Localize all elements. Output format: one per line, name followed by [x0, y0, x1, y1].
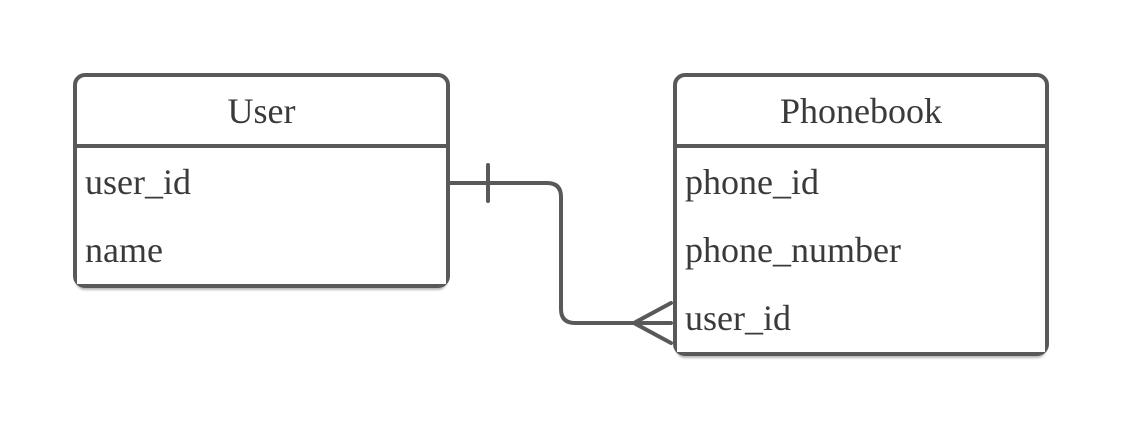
entity-user-header: User: [77, 77, 446, 148]
entity-user[interactable]: User user_id name: [73, 73, 450, 288]
field-phonebook-phone_number[interactable]: phone_number: [677, 216, 1045, 284]
relationship-line[interactable]: [448, 181, 673, 325]
field-phonebook-user_id[interactable]: user_id: [677, 284, 1045, 352]
entity-phonebook-header: Phonebook: [677, 77, 1045, 148]
field-phonebook-phone_id[interactable]: phone_id: [677, 148, 1045, 216]
entity-user-body: user_id name: [77, 148, 446, 284]
entity-phonebook-body: phone_id phone_number user_id: [677, 148, 1045, 352]
field-user-user_id[interactable]: user_id: [77, 148, 446, 216]
entity-phonebook-title: Phonebook: [780, 90, 942, 131]
crow-foot-many-icon: [632, 301, 673, 345]
entity-phonebook[interactable]: Phonebook phone_id phone_number user_id: [673, 73, 1049, 356]
field-user-name[interactable]: name: [77, 216, 446, 284]
entity-user-title: User: [227, 90, 296, 131]
